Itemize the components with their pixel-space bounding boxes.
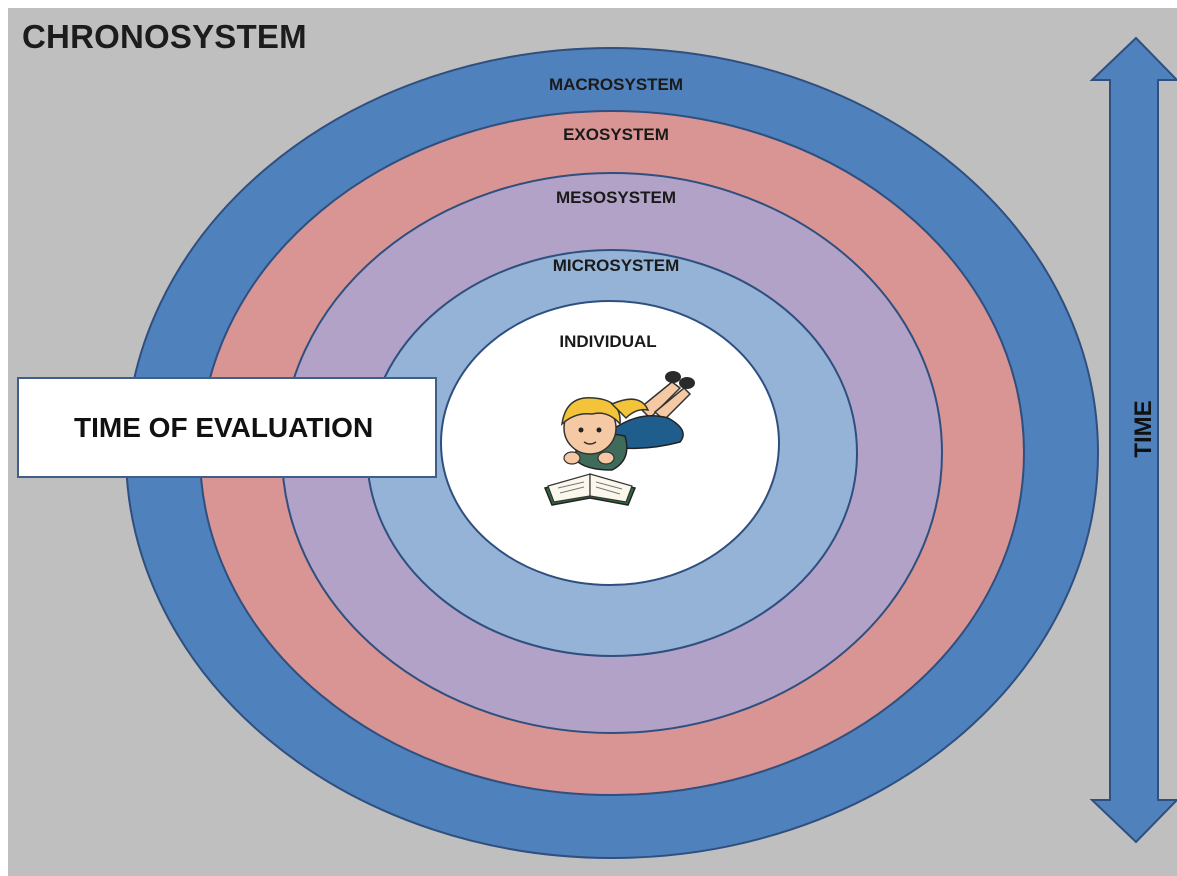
time-of-evaluation-label: TIME OF EVALUATION (74, 411, 374, 443)
page-title: CHRONOSYSTEM (22, 18, 307, 55)
individual-label: INDIVIDUAL (559, 332, 657, 351)
time-of-evaluation-box: TIME OF EVALUATION (17, 377, 437, 478)
macrosystem-label: MACROSYSTEM (548, 75, 684, 94)
time-arrow (1089, 36, 1177, 844)
time-arrow-label: TIME (1130, 400, 1157, 458)
mesosystem-label: MESOSYSTEM (556, 188, 676, 207)
microsystem-label: MICROSYSTEM (552, 256, 680, 275)
exosystem-label: EXOSYSTEM (563, 125, 669, 144)
child-reading-book-icon (543, 371, 695, 506)
